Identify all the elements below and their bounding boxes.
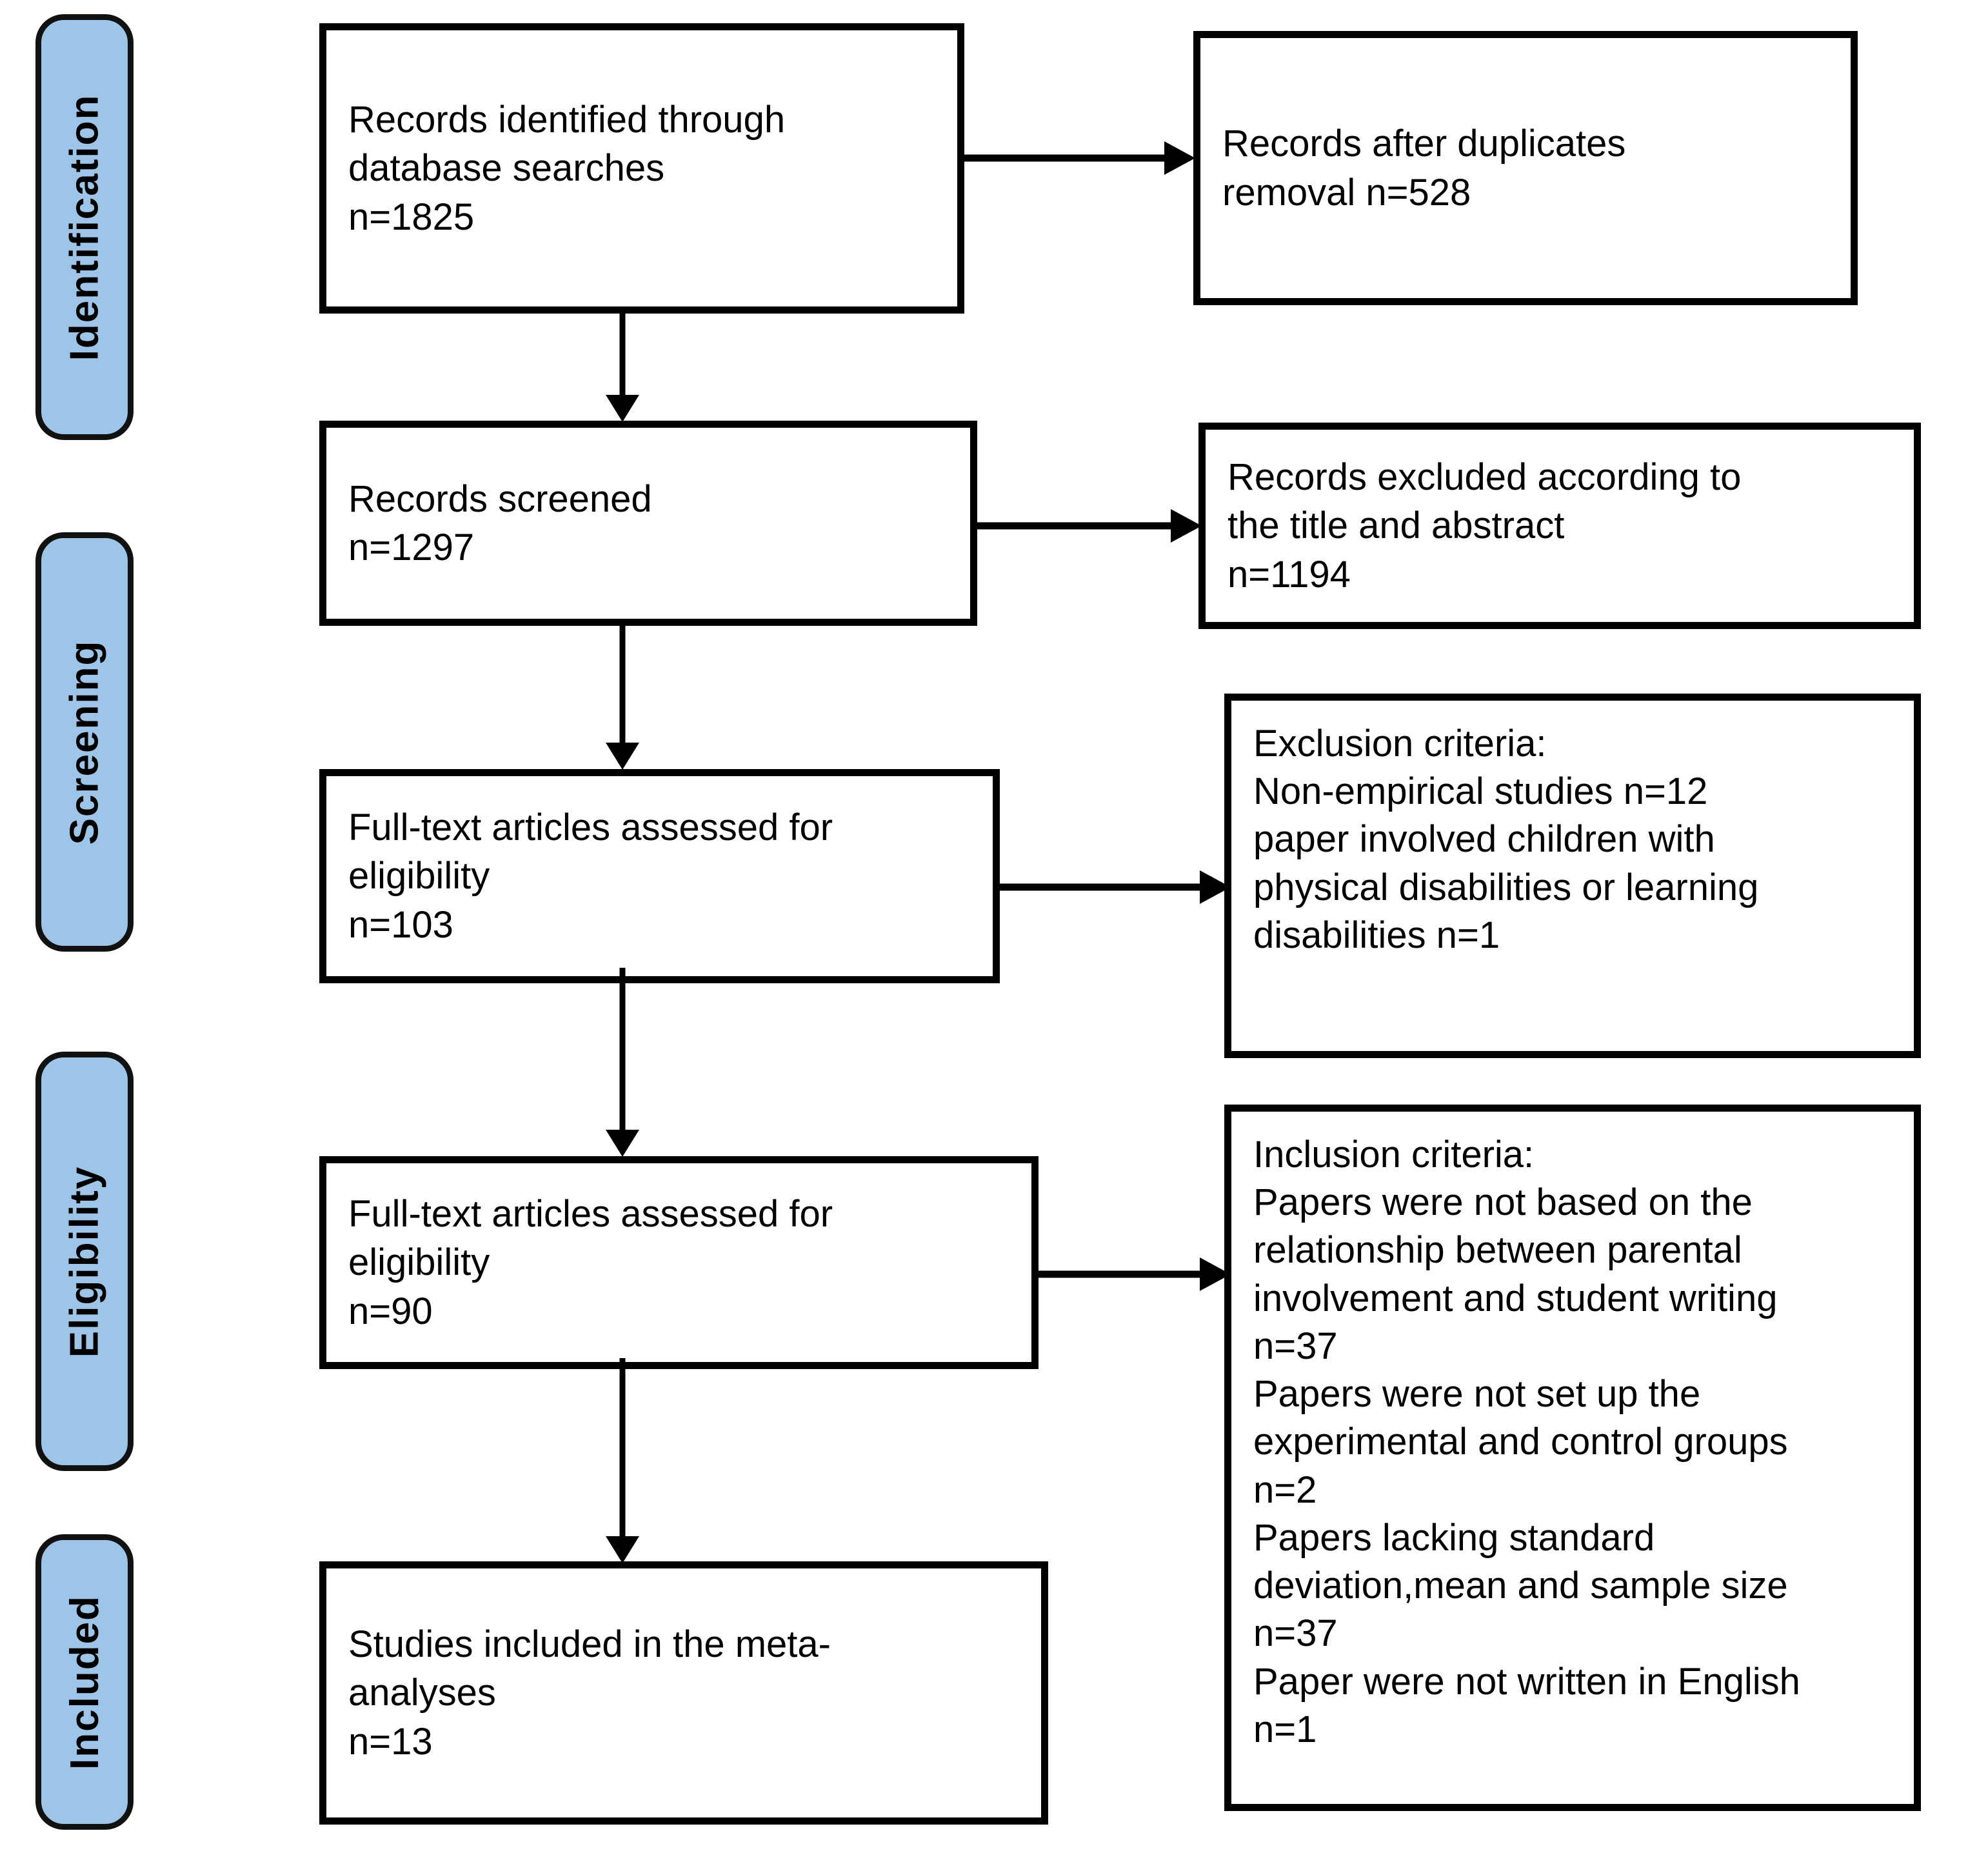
box-records-screened: Records screened n=1297	[319, 421, 977, 626]
box-fulltext-assessed-103-text: Full-text articles assessed for eligibil…	[348, 806, 833, 946]
box-records-identified-text: Records identified through database sear…	[348, 98, 786, 238]
stage-label-identification: Identification	[62, 94, 107, 361]
arrow-identified-to-screened	[600, 314, 645, 423]
box-records-after-duplicates: Records after duplicates removal n=528	[1193, 31, 1858, 305]
stage-pill-included: Included	[35, 1534, 134, 1830]
box-included-studies: Studies included in the meta- analyses n…	[319, 1561, 1048, 1825]
box-exclusion-criteria: Exclusion criteria: Non-empirical studie…	[1224, 694, 1921, 1058]
arrow-screened-to-fulltext-103	[600, 626, 645, 771]
box-fulltext-assessed-90-text: Full-text articles assessed for eligibil…	[348, 1192, 833, 1332]
box-inclusion-criteria-text: Inclusion criteria: Papers were not base…	[1253, 1134, 1800, 1750]
box-records-screened-text: Records screened n=1297	[348, 477, 652, 568]
arrow-identified-to-duplicates	[964, 139, 1197, 177]
box-records-excluded-title-abstract: Records excluded according to the title …	[1198, 423, 1921, 629]
box-records-excluded-title-abstract-text: Records excluded according to the title …	[1228, 455, 1742, 596]
arrow-fulltext-103-to-fulltext-90	[600, 968, 645, 1158]
arrow-screened-to-excluded	[977, 506, 1203, 545]
arrow-fulltext-90-to-inclusion-criteria	[1039, 1255, 1232, 1294]
stage-label-eligibility: Eligibility	[62, 1165, 107, 1357]
stage-pill-screening: Screening	[35, 532, 134, 952]
arrow-fulltext-103-to-exclusion-criteria	[1000, 868, 1232, 906]
box-records-after-duplicates-text: Records after duplicates removal n=528	[1222, 123, 1626, 214]
box-inclusion-criteria: Inclusion criteria: Papers were not base…	[1224, 1105, 1921, 1811]
box-fulltext-assessed-90: Full-text articles assessed for eligibil…	[319, 1156, 1039, 1369]
stage-pill-identification: Identification	[35, 14, 134, 440]
stage-pill-eligibility: Eligibility	[35, 1052, 134, 1471]
box-records-identified: Records identified through database sear…	[319, 23, 964, 314]
box-fulltext-assessed-103: Full-text articles assessed for eligibil…	[319, 769, 1000, 983]
stage-label-included: Included	[62, 1594, 107, 1770]
stage-label-screening: Screening	[62, 639, 107, 845]
arrow-fulltext-90-to-included-studies	[600, 1358, 645, 1565]
box-included-studies-text: Studies included in the meta- analyses n…	[348, 1623, 831, 1763]
box-exclusion-criteria-text: Exclusion criteria: Non-empirical studie…	[1253, 723, 1759, 956]
